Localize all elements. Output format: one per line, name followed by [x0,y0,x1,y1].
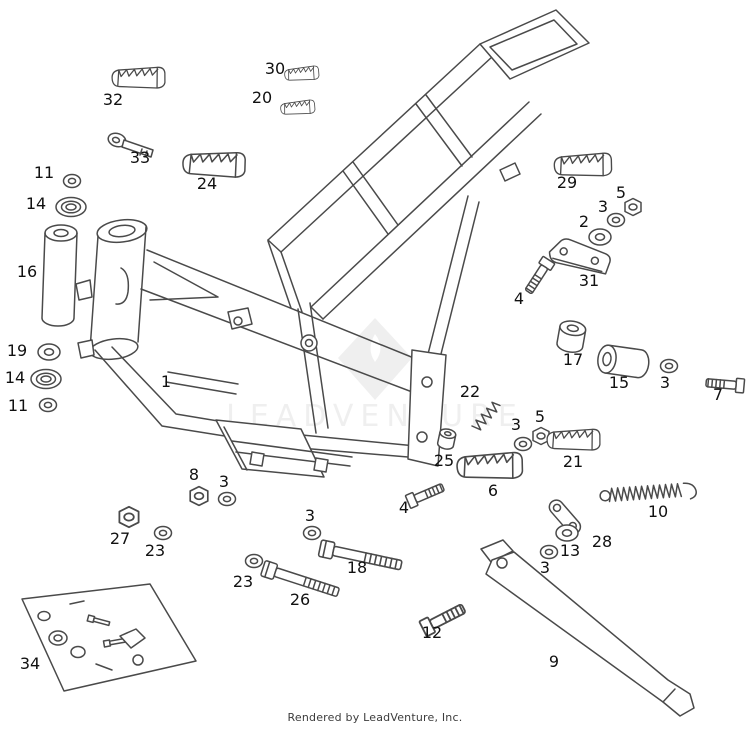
part-34-hardware-kit [21,583,197,692]
part-11-seal-top [62,173,82,189]
part-4-bolt-upper [521,255,556,297]
part-11-seal-bottom [38,397,58,413]
part-24-footrest [180,141,250,186]
part-3-washer-kickstand [539,544,559,560]
part-31-footrest-bracket [548,238,611,275]
part-10-spring [598,481,698,506]
part-9-kickstand [480,539,695,717]
part-20-rubber [279,96,317,118]
part-6-footrest [454,443,526,487]
part-17-spacer [556,320,587,353]
part-14-bearing-top [55,196,87,218]
part-15-roller [597,344,650,379]
part-5-nut-top [624,197,642,217]
leadventure-logo-icon [338,318,412,400]
part-2-washer [588,228,612,246]
part-21-footrest [544,420,603,457]
part-7-bolt [704,374,746,394]
part-23-washer-upper [153,525,173,541]
part-3-washer-mid [513,436,533,452]
part-19-seal [37,343,61,361]
part-3-washer-left [217,491,237,507]
part-29-footrest [552,144,615,184]
part-3-washer-right [659,358,679,374]
footer-credit: Rendered by LeadVenture, Inc. [287,711,463,724]
part-23-washer-lower [244,553,264,569]
part-3-washer-center [302,525,322,541]
part-25-bushing [436,428,457,450]
part-12-bolt [418,599,469,638]
part-3-washer-topright [606,212,626,228]
leadventure-watermark: LEADVENTURE [226,318,517,434]
part-26-bolt [259,559,342,601]
part-5-nut-mid [532,426,550,446]
part-16-steering-stem [41,224,78,327]
part-27-nut [118,505,140,529]
part-14-bearing-bottom [30,368,62,390]
frame-drawing [75,9,590,478]
part-8-nut [189,485,209,507]
part-13-washer [555,524,579,542]
part-32-footrest [109,58,168,95]
part-18-bolt [317,538,404,575]
part-33-key [107,132,154,158]
part-4-bolt-lower [404,479,447,510]
part-30-rubber [283,62,321,84]
